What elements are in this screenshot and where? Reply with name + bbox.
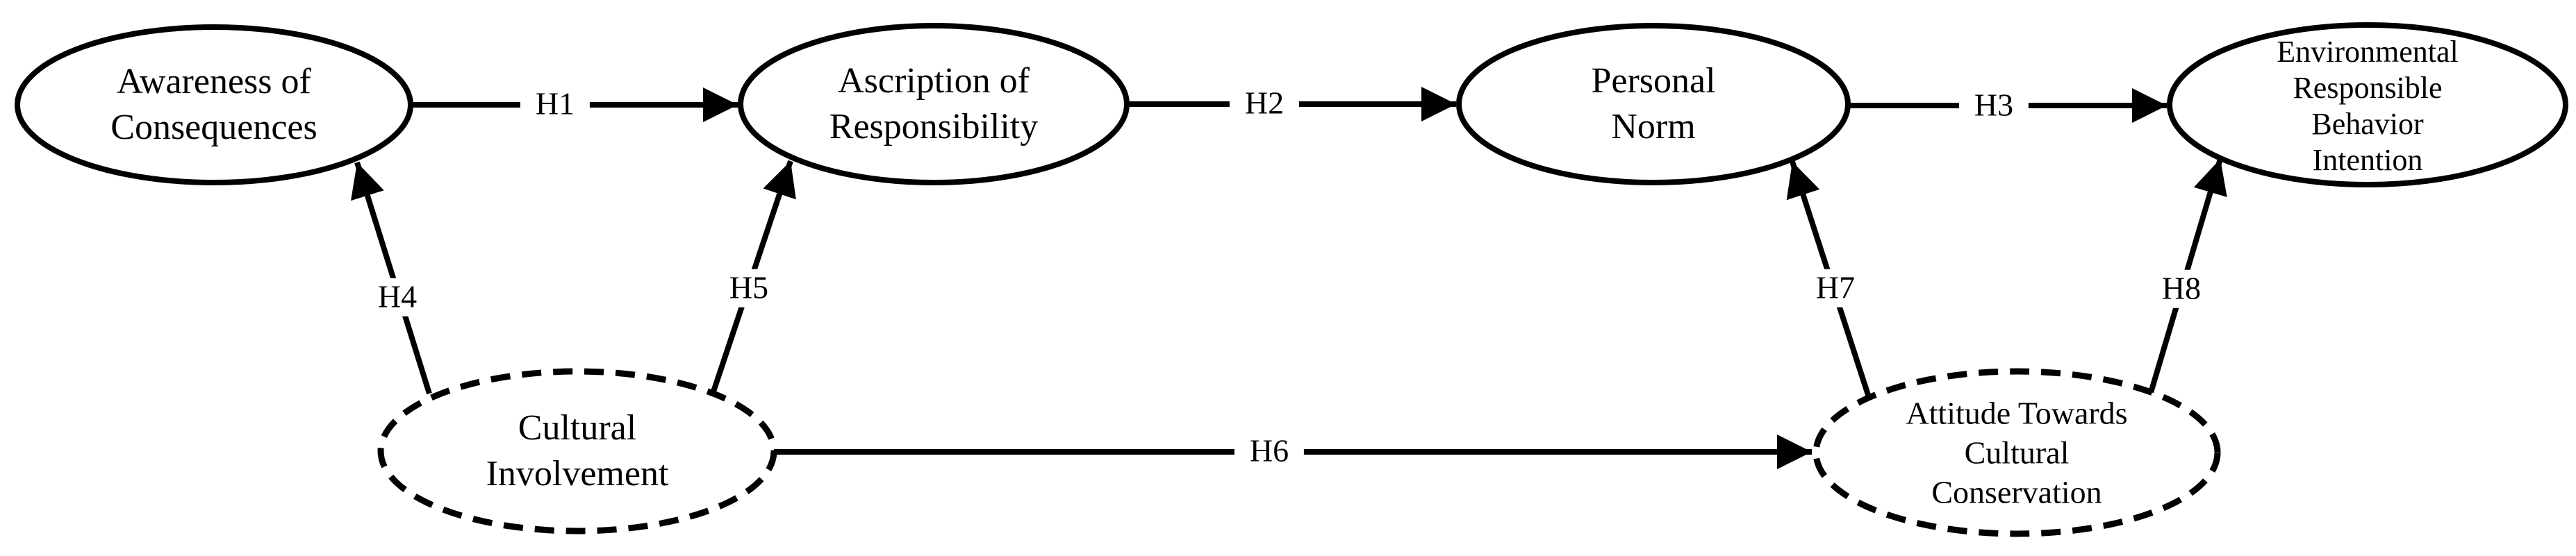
edge-label-h5: H5: [713, 269, 784, 308]
edge-label-h1: H1: [520, 85, 591, 124]
edge-label-h4: H4: [362, 278, 433, 317]
edge-label-h3: H3: [1958, 86, 2029, 125]
ascription-of-responsibility-ellipse: [738, 23, 1130, 185]
edge-label-h7: H7: [1800, 269, 1871, 308]
cultural-involvement-ellipse: [377, 368, 777, 534]
arrow-h4: [351, 161, 432, 395]
personal-norm-ellipse: [1456, 23, 1851, 185]
edge-label-h6: H6: [1234, 432, 1305, 471]
awareness-of-consequences-ellipse: [15, 24, 413, 185]
attitude-towards-cultural-conservation-ellipse: [1813, 368, 2221, 537]
edge-label-h8: H8: [2146, 269, 2217, 308]
edge-label-h2: H2: [1229, 84, 1300, 123]
environmental-responsible-behavior-intention-ellipse: [2167, 22, 2568, 187]
